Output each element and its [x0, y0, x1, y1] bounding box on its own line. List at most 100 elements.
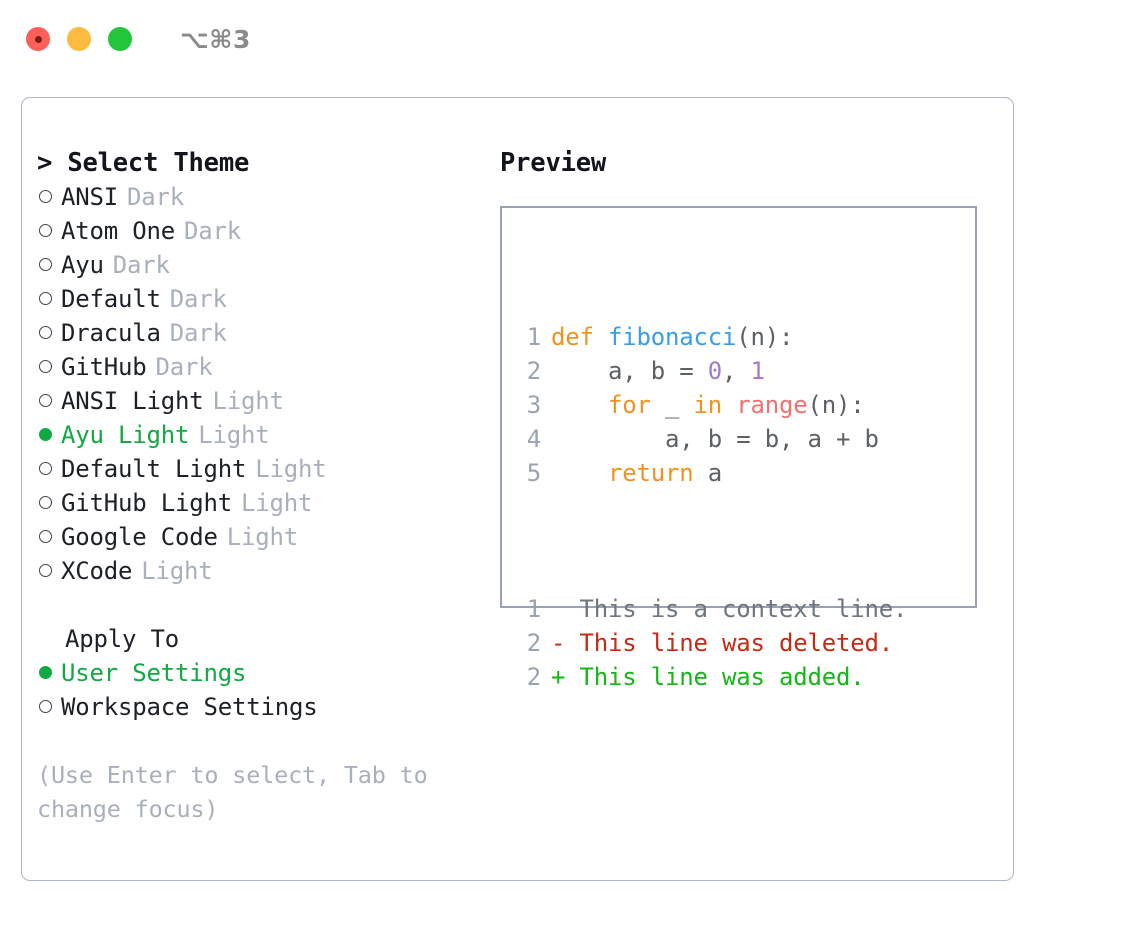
radio-selected-icon[interactable] — [37, 656, 61, 690]
code-line-text: def fibonacci(n): — [551, 320, 793, 354]
code-line-text: a, b = 0, 1 — [551, 354, 765, 388]
theme-option-4[interactable]: Dracula Dark — [37, 316, 487, 350]
theme-option-variant: Light — [255, 455, 327, 483]
radio-unselected-icon[interactable] — [37, 214, 61, 248]
diff-line-text: + This line was added. — [551, 663, 865, 691]
code-line-number: 3 — [526, 391, 541, 419]
theme-option-3[interactable]: Default Dark — [37, 282, 487, 316]
radio-unselected-icon[interactable] — [37, 316, 61, 350]
code-line: 5 return a — [517, 456, 907, 490]
radio-unselected-icon[interactable] — [37, 248, 61, 282]
theme-option-variant: Dark — [169, 319, 227, 347]
diff-line-text: - This line was deleted. — [551, 629, 893, 657]
apply-to-option-label: Workspace Settings — [61, 693, 318, 721]
theme-option-variant: Light — [212, 387, 284, 415]
radio-unselected-icon[interactable] — [37, 486, 61, 520]
code-token-plain — [551, 459, 608, 487]
diff-line-group: 1 This is a context line. 2 - This line wa… — [517, 592, 908, 694]
radio-unselected-icon[interactable] — [37, 452, 61, 486]
list-spacer — [37, 588, 487, 622]
diff-line-deleted: 2 - This line was deleted. — [517, 626, 907, 660]
theme-option-variant: Dark — [184, 217, 241, 245]
keyboard-hint-text: (Use Enter to select, Tab to change focu… — [37, 761, 428, 823]
code-token-kw: in — [693, 391, 723, 419]
code-token-kw: def — [551, 323, 608, 351]
theme-option-0[interactable]: ANSI Dark — [37, 180, 487, 214]
diff-line-context: 1 This is a context line. — [517, 592, 908, 626]
radio-unselected-icon[interactable] — [37, 520, 61, 554]
radio-selected-icon[interactable] — [37, 418, 61, 452]
code-line-number: 5 — [526, 459, 541, 487]
code-line-text: a, b = b, a + b — [551, 422, 879, 456]
minimize-window-icon[interactable] — [67, 27, 91, 51]
theme-option-label: GitHub Light — [61, 489, 232, 517]
diff-line-number: 2 — [526, 663, 541, 691]
theme-option-8[interactable]: Default Light Light — [37, 452, 487, 486]
theme-option-label: Ayu — [61, 251, 104, 279]
code-line: 3 for _ in range(n): — [517, 388, 907, 422]
code-token-plain: a, b = b, a + b — [551, 425, 879, 453]
theme-option-9[interactable]: GitHub Light Light — [37, 486, 487, 520]
code-token-plain: (n): — [736, 323, 794, 351]
code-token-plain — [551, 391, 608, 419]
code-token-kw: return — [608, 459, 694, 487]
apply-to-option-1[interactable]: Workspace Settings — [37, 690, 487, 724]
theme-option-label: Dracula — [61, 319, 161, 347]
theme-option-11[interactable]: XCode Light — [37, 554, 487, 588]
theme-option-variant: Dark — [169, 285, 227, 313]
diff-line-number: 1 — [526, 595, 541, 623]
theme-option-label: Ayu Light — [61, 421, 190, 449]
theme-option-5[interactable]: GitHub Dark — [37, 350, 487, 384]
theme-option-variant: Dark — [155, 353, 213, 381]
theme-option-label: ANSI — [61, 183, 118, 211]
theme-option-variant: Light — [241, 489, 313, 517]
theme-option-label: Default Light — [61, 455, 247, 483]
select-theme-heading: > Select Theme — [37, 146, 487, 180]
maximize-window-icon[interactable] — [108, 27, 132, 51]
code-line: 2 a, b = 0, 1 — [517, 354, 907, 388]
radio-unselected-icon[interactable] — [37, 384, 61, 418]
radio-unselected-icon[interactable] — [37, 350, 61, 384]
radio-unselected-icon[interactable] — [37, 554, 61, 588]
theme-option-label: Atom One — [61, 217, 175, 245]
code-token-plain: a, b = — [551, 357, 708, 385]
code-token-plain: _ — [650, 391, 694, 419]
select-theme-heading-label: Select Theme — [67, 148, 250, 178]
radio-unselected-icon[interactable] — [37, 690, 61, 724]
diff-line-added: 2 + This line was added. — [517, 660, 907, 694]
radio-unselected-icon[interactable] — [37, 282, 61, 316]
theme-option-label: GitHub — [61, 353, 147, 381]
theme-option-variant: Dark — [127, 183, 184, 211]
code-token-const: range — [736, 391, 808, 419]
code-line-text: for _ in range(n): — [551, 388, 865, 422]
close-window-icon[interactable] — [26, 27, 50, 51]
apply-to-option-label: User Settings — [61, 659, 247, 687]
code-token-kw: for — [608, 391, 651, 419]
theme-option-label: XCode — [61, 557, 133, 585]
diff-line-text: This is a context line. — [551, 595, 908, 623]
theme-option-variant: Light — [141, 557, 213, 585]
theme-option-1[interactable]: Atom One Dark — [37, 214, 487, 248]
apply-to-option-0[interactable]: User Settings — [37, 656, 487, 690]
diff-line-number: 2 — [526, 629, 541, 657]
code-token-plain: a — [693, 459, 722, 487]
radio-unselected-icon[interactable] — [37, 180, 61, 214]
code-token-num: 0 — [707, 357, 722, 385]
theme-option-label: Default — [61, 285, 161, 313]
code-line-number: 2 — [526, 357, 541, 385]
code-line-text: return a — [551, 456, 722, 490]
window-title: ⌥⌘3 — [180, 24, 251, 54]
